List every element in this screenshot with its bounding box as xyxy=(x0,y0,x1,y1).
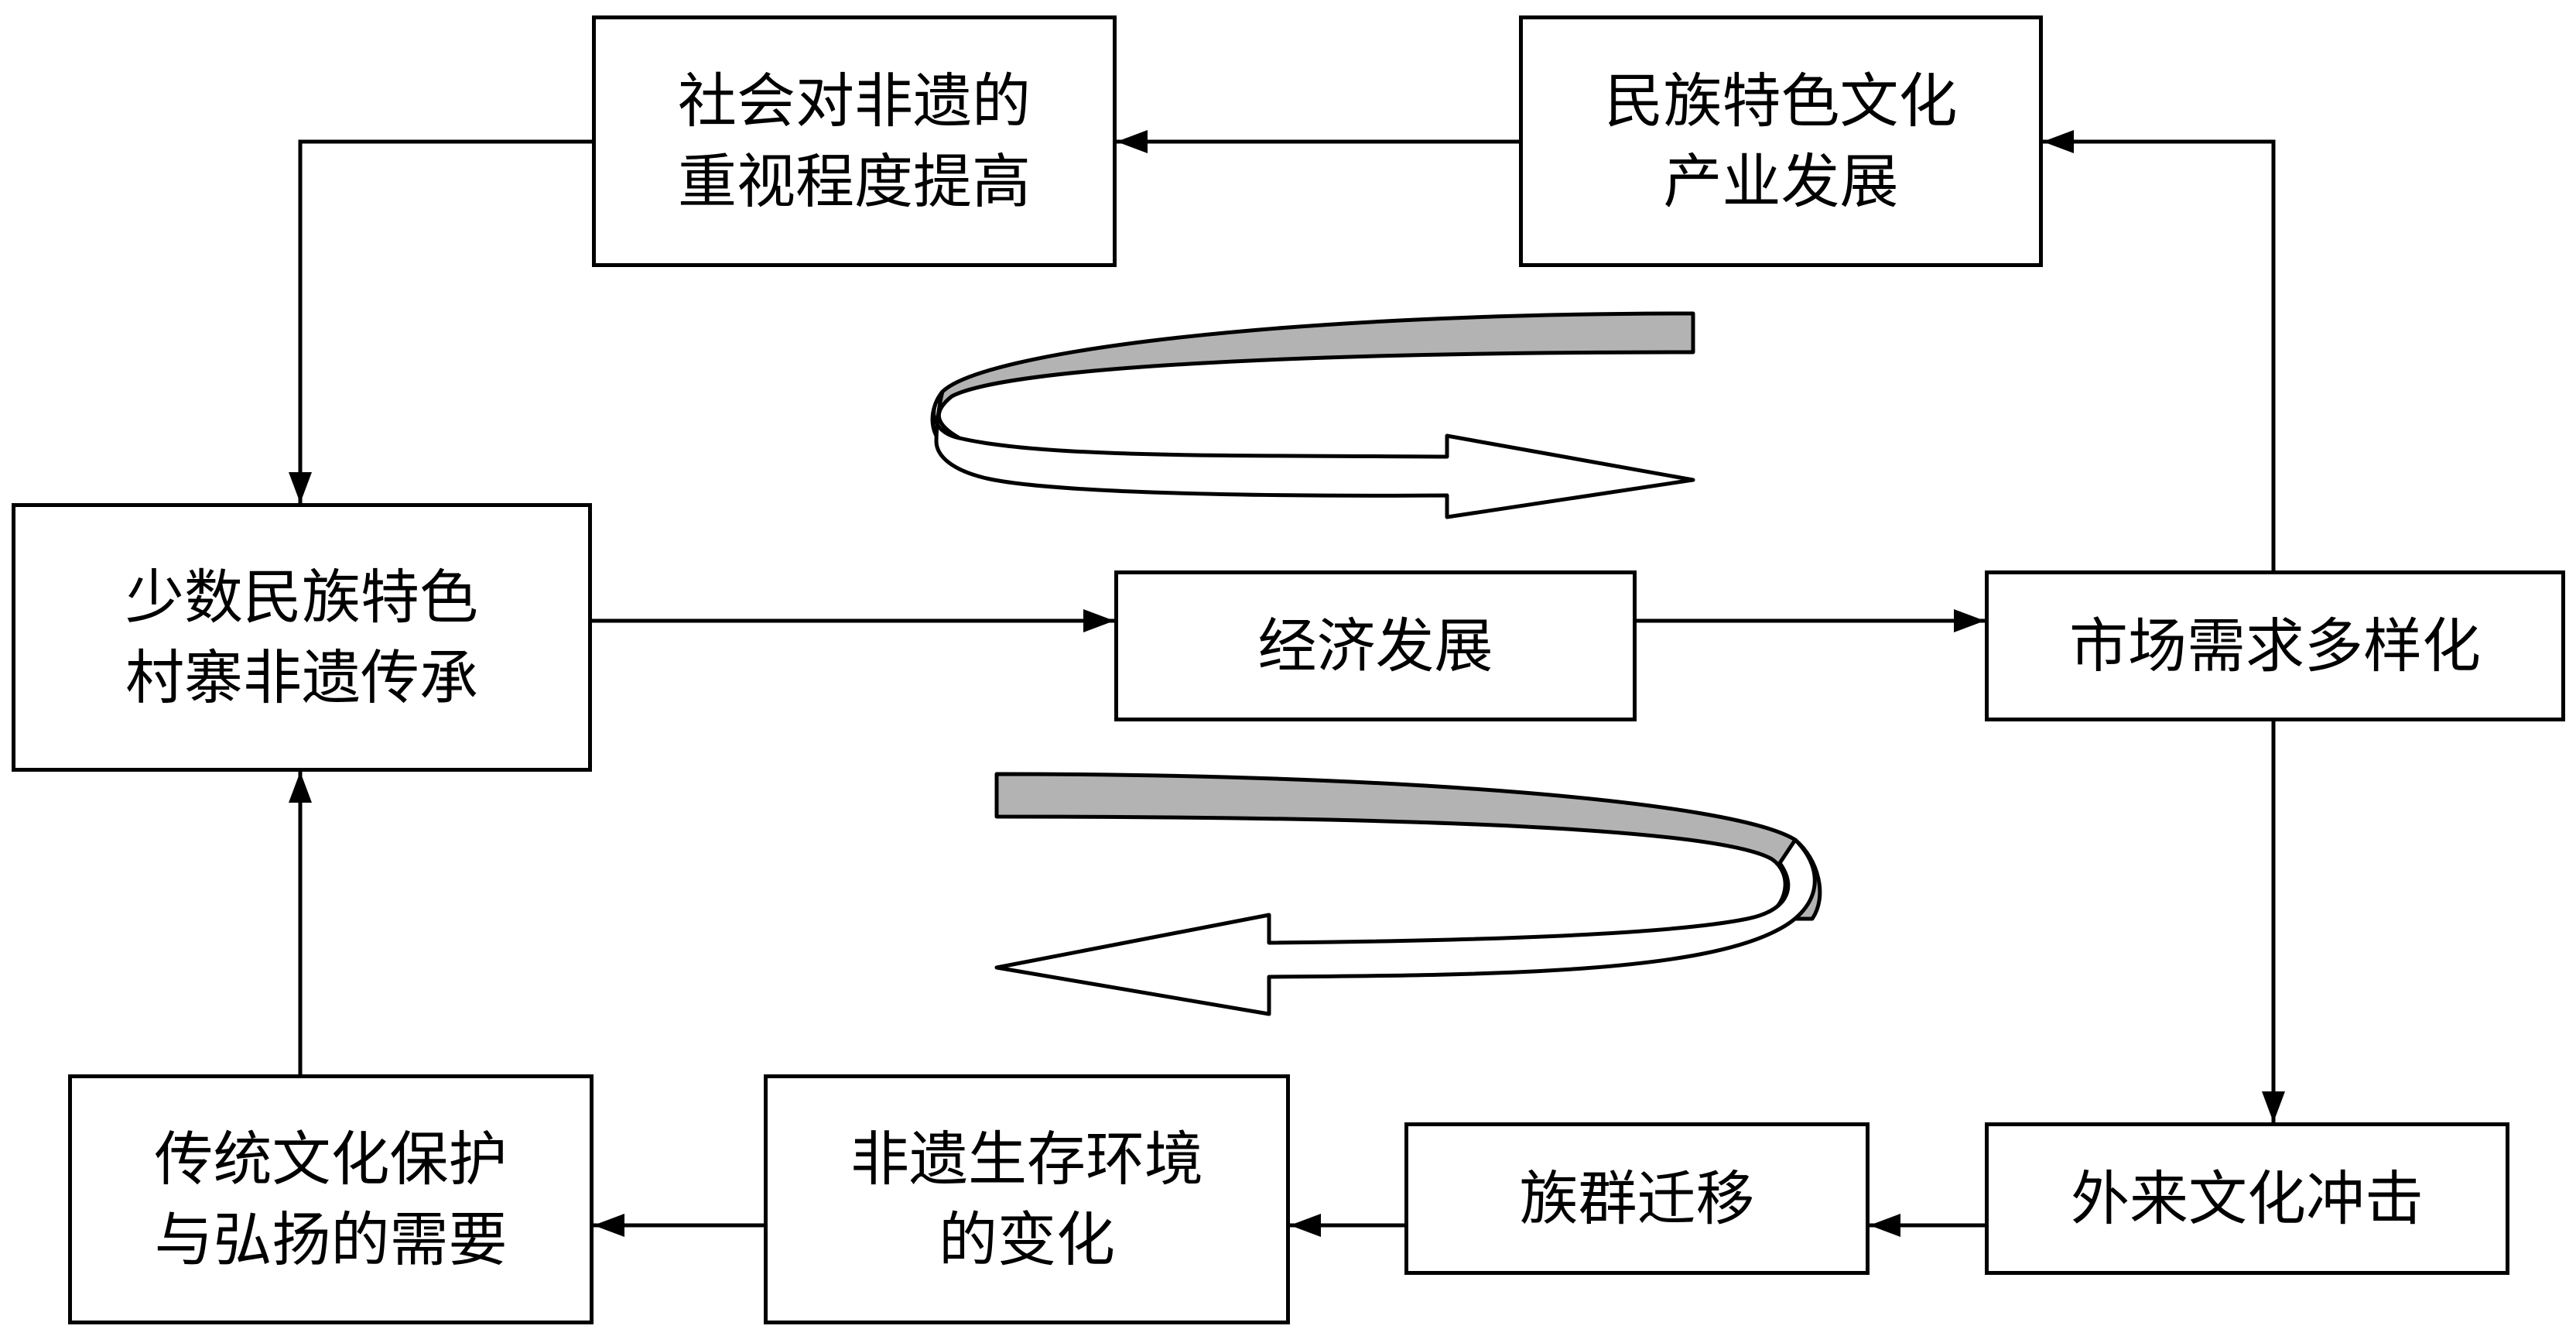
edge-attention-to-heritage xyxy=(289,139,592,503)
node-ethnic-culture-industry: 民族特色文化 产业发展 xyxy=(1519,15,2043,267)
clockwise-curved-arrow-icon xyxy=(930,311,1695,519)
node-ethnic-migration: 族群迁移 xyxy=(1404,1122,1870,1275)
node-market-diversification: 市场需求多样化 xyxy=(1985,570,2565,721)
node-heritage-environment-change: 非遗生存环境 的变化 xyxy=(764,1074,1290,1324)
node-foreign-culture-impact: 外来文化冲击 xyxy=(1985,1122,2509,1275)
edge-market-to-industry xyxy=(2043,130,2276,570)
node-social-attention: 社会对非遗的 重视程度提高 xyxy=(592,15,1117,267)
node-economic-development: 经济发展 xyxy=(1114,570,1637,721)
node-village-heritage: 少数民族特色 村寨非遗传承 xyxy=(12,503,592,772)
counterclockwise-curved-arrow-icon xyxy=(994,772,1822,1016)
node-traditional-culture-need: 传统文化保护 与弘扬的需要 xyxy=(68,1074,594,1324)
